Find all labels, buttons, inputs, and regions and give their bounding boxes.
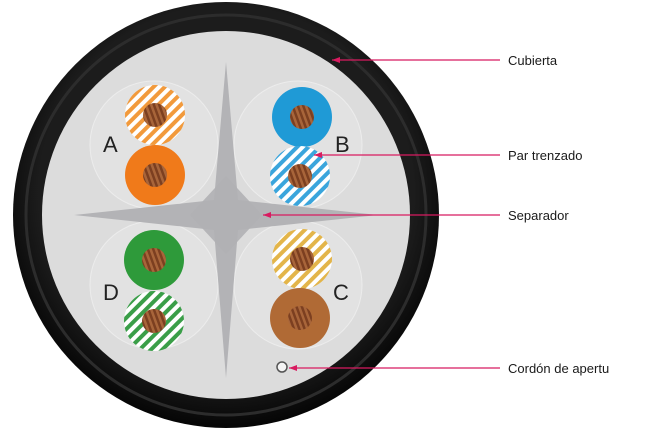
label-ripcord: Cordón de apertu: [508, 361, 609, 376]
pair-a-wires: [125, 85, 185, 205]
pair-label-c: C: [333, 280, 349, 305]
pair-b-wires: [270, 87, 332, 206]
pair-d-wires: [124, 230, 184, 351]
leader-lines: [263, 57, 500, 371]
pair-label-b: B: [335, 132, 350, 157]
label-jacket: Cubierta: [508, 53, 558, 68]
pair-c-wires: [270, 229, 332, 348]
pair-label-a: A: [103, 132, 118, 157]
label-separator: Separador: [508, 208, 569, 223]
label-twisted-pair: Par trenzado: [508, 148, 582, 163]
separator-center: [190, 176, 262, 254]
ripcord: [276, 361, 288, 373]
pair-label-d: D: [103, 280, 119, 305]
